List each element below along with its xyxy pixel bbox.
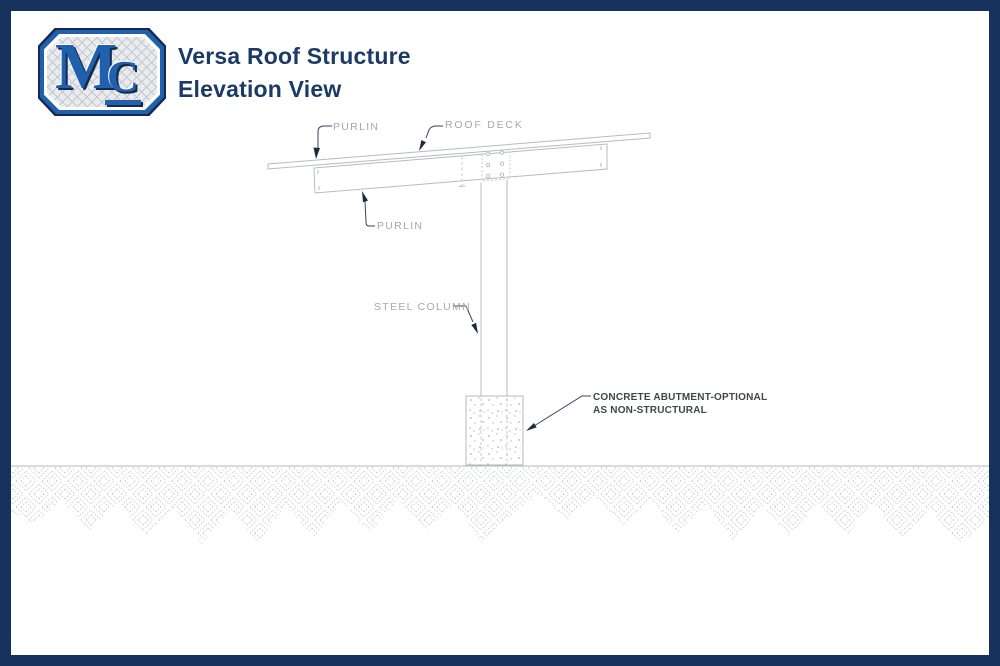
steel-column: [480, 180, 508, 396]
label-concrete-abutment-line1: CONCRETE ABUTMENT-OPTIONAL: [593, 392, 767, 403]
leader-concrete-abutment: [526, 395, 591, 431]
page-title: Versa Roof Structure Elevation View: [178, 40, 411, 106]
leader-steel-column: [453, 305, 478, 334]
label-purlin-top: PURLIN: [333, 121, 379, 133]
label-concrete-abutment-line2: AS NON-STRUCTURAL: [593, 405, 707, 416]
ground-hatch: [11, 467, 989, 544]
label-steel-column: STEEL COLUMN: [374, 301, 471, 313]
leader-purlin-top: [313, 125, 332, 159]
logo-letter-m: M: [55, 30, 118, 103]
logo-diamond-plate: M C: [47, 37, 157, 107]
gusset-plate: [481, 147, 511, 182]
roof-deck: [267, 132, 651, 170]
title-line-1: Versa Roof Structure: [178, 43, 411, 69]
company-logo: M C: [38, 28, 166, 116]
title-line-2: Elevation View: [178, 76, 342, 102]
concrete-abutment: [465, 395, 524, 466]
logo-letter-c-underline: [105, 100, 141, 105]
label-purlin-bottom: PURLIN: [377, 220, 423, 232]
logo-blue-band: M C: [40, 30, 164, 114]
leader-purlin-bottom: [362, 191, 375, 227]
logo-outer-octagon: M C: [38, 28, 166, 116]
logo-letter-c: C: [107, 52, 139, 101]
label-roof-deck: ROOF DECK: [445, 119, 524, 131]
bolt-group: [485, 150, 505, 179]
logo-white-band: M C: [44, 34, 160, 110]
leader-roof-deck: [419, 125, 443, 151]
purlin-beam: [313, 143, 608, 194]
